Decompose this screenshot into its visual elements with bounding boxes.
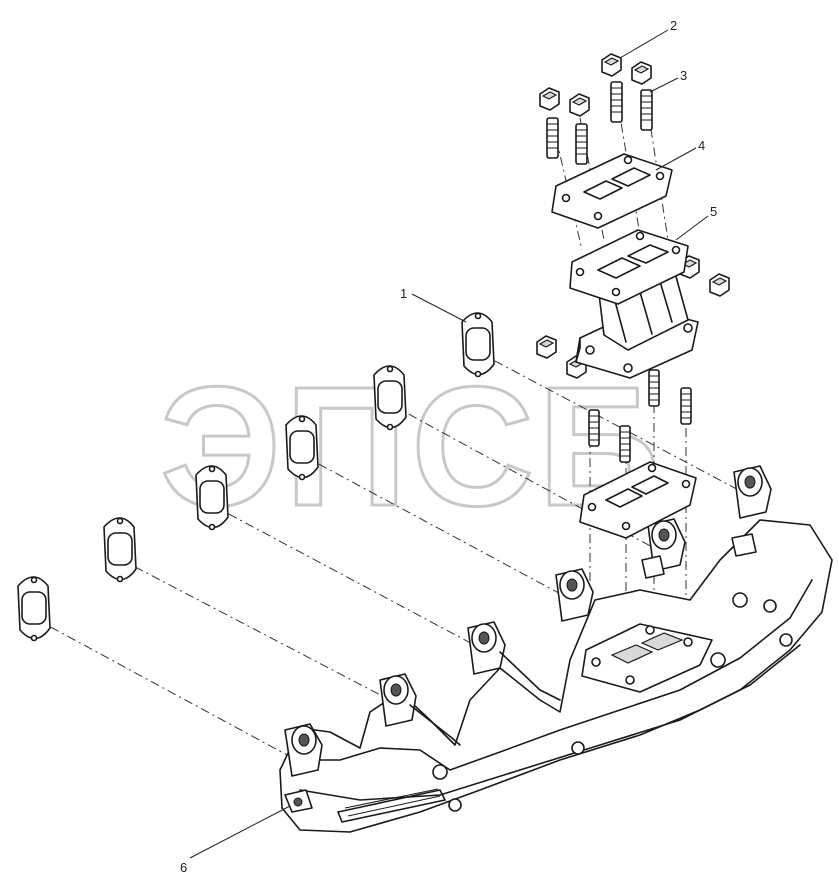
port-gasket-6 bbox=[461, 312, 495, 378]
callout-6: 6 bbox=[180, 860, 187, 875]
callout-3: 3 bbox=[680, 68, 687, 83]
lower-nut-d bbox=[709, 273, 730, 297]
lower-nut-a bbox=[536, 335, 557, 359]
upper-nut-c bbox=[601, 53, 622, 77]
port-gasket-3 bbox=[195, 465, 229, 531]
upper-outlet-gasket bbox=[551, 153, 673, 229]
port-boss-3 bbox=[555, 568, 594, 622]
port-boss-4 bbox=[641, 518, 686, 579]
upper-nut-d bbox=[631, 61, 652, 85]
port-boss-1 bbox=[379, 673, 461, 746]
upper-studs bbox=[546, 81, 653, 165]
port-gasket-4 bbox=[285, 415, 319, 481]
callout-5: 5 bbox=[710, 204, 717, 219]
lower-stud-d bbox=[680, 387, 692, 425]
port-gasket-2 bbox=[103, 517, 137, 583]
port-gasket-5 bbox=[373, 365, 407, 431]
watermark-text: ЭПСБ bbox=[160, 352, 664, 542]
port-gasket-1 bbox=[17, 576, 51, 642]
port-gaskets bbox=[17, 312, 495, 642]
upper-stud-b bbox=[575, 123, 588, 165]
port-boss-5 bbox=[731, 465, 772, 557]
exhaust-manifold bbox=[279, 465, 833, 833]
upper-stud-d bbox=[640, 89, 653, 131]
manifold-outlet-flange bbox=[581, 623, 713, 693]
upper-nut-a bbox=[539, 87, 560, 111]
upper-stud-c bbox=[610, 81, 623, 123]
upper-nuts bbox=[539, 53, 652, 117]
port-boss-2 bbox=[467, 621, 561, 701]
upper-nut-b bbox=[569, 93, 590, 117]
outlet-elbow-adapter bbox=[569, 229, 699, 379]
callouts: 1 2 3 4 5 6 bbox=[180, 18, 717, 875]
lower-stud-a bbox=[588, 409, 600, 447]
callout-1: 1 bbox=[400, 286, 407, 301]
callout-2: 2 bbox=[670, 18, 677, 33]
callout-4: 4 bbox=[698, 138, 705, 153]
lower-stud-b bbox=[619, 425, 631, 463]
lower-outlet-gasket bbox=[579, 461, 697, 539]
lower-studs bbox=[588, 369, 692, 463]
upper-stud-a bbox=[546, 117, 559, 159]
lower-stud-c bbox=[648, 369, 660, 407]
